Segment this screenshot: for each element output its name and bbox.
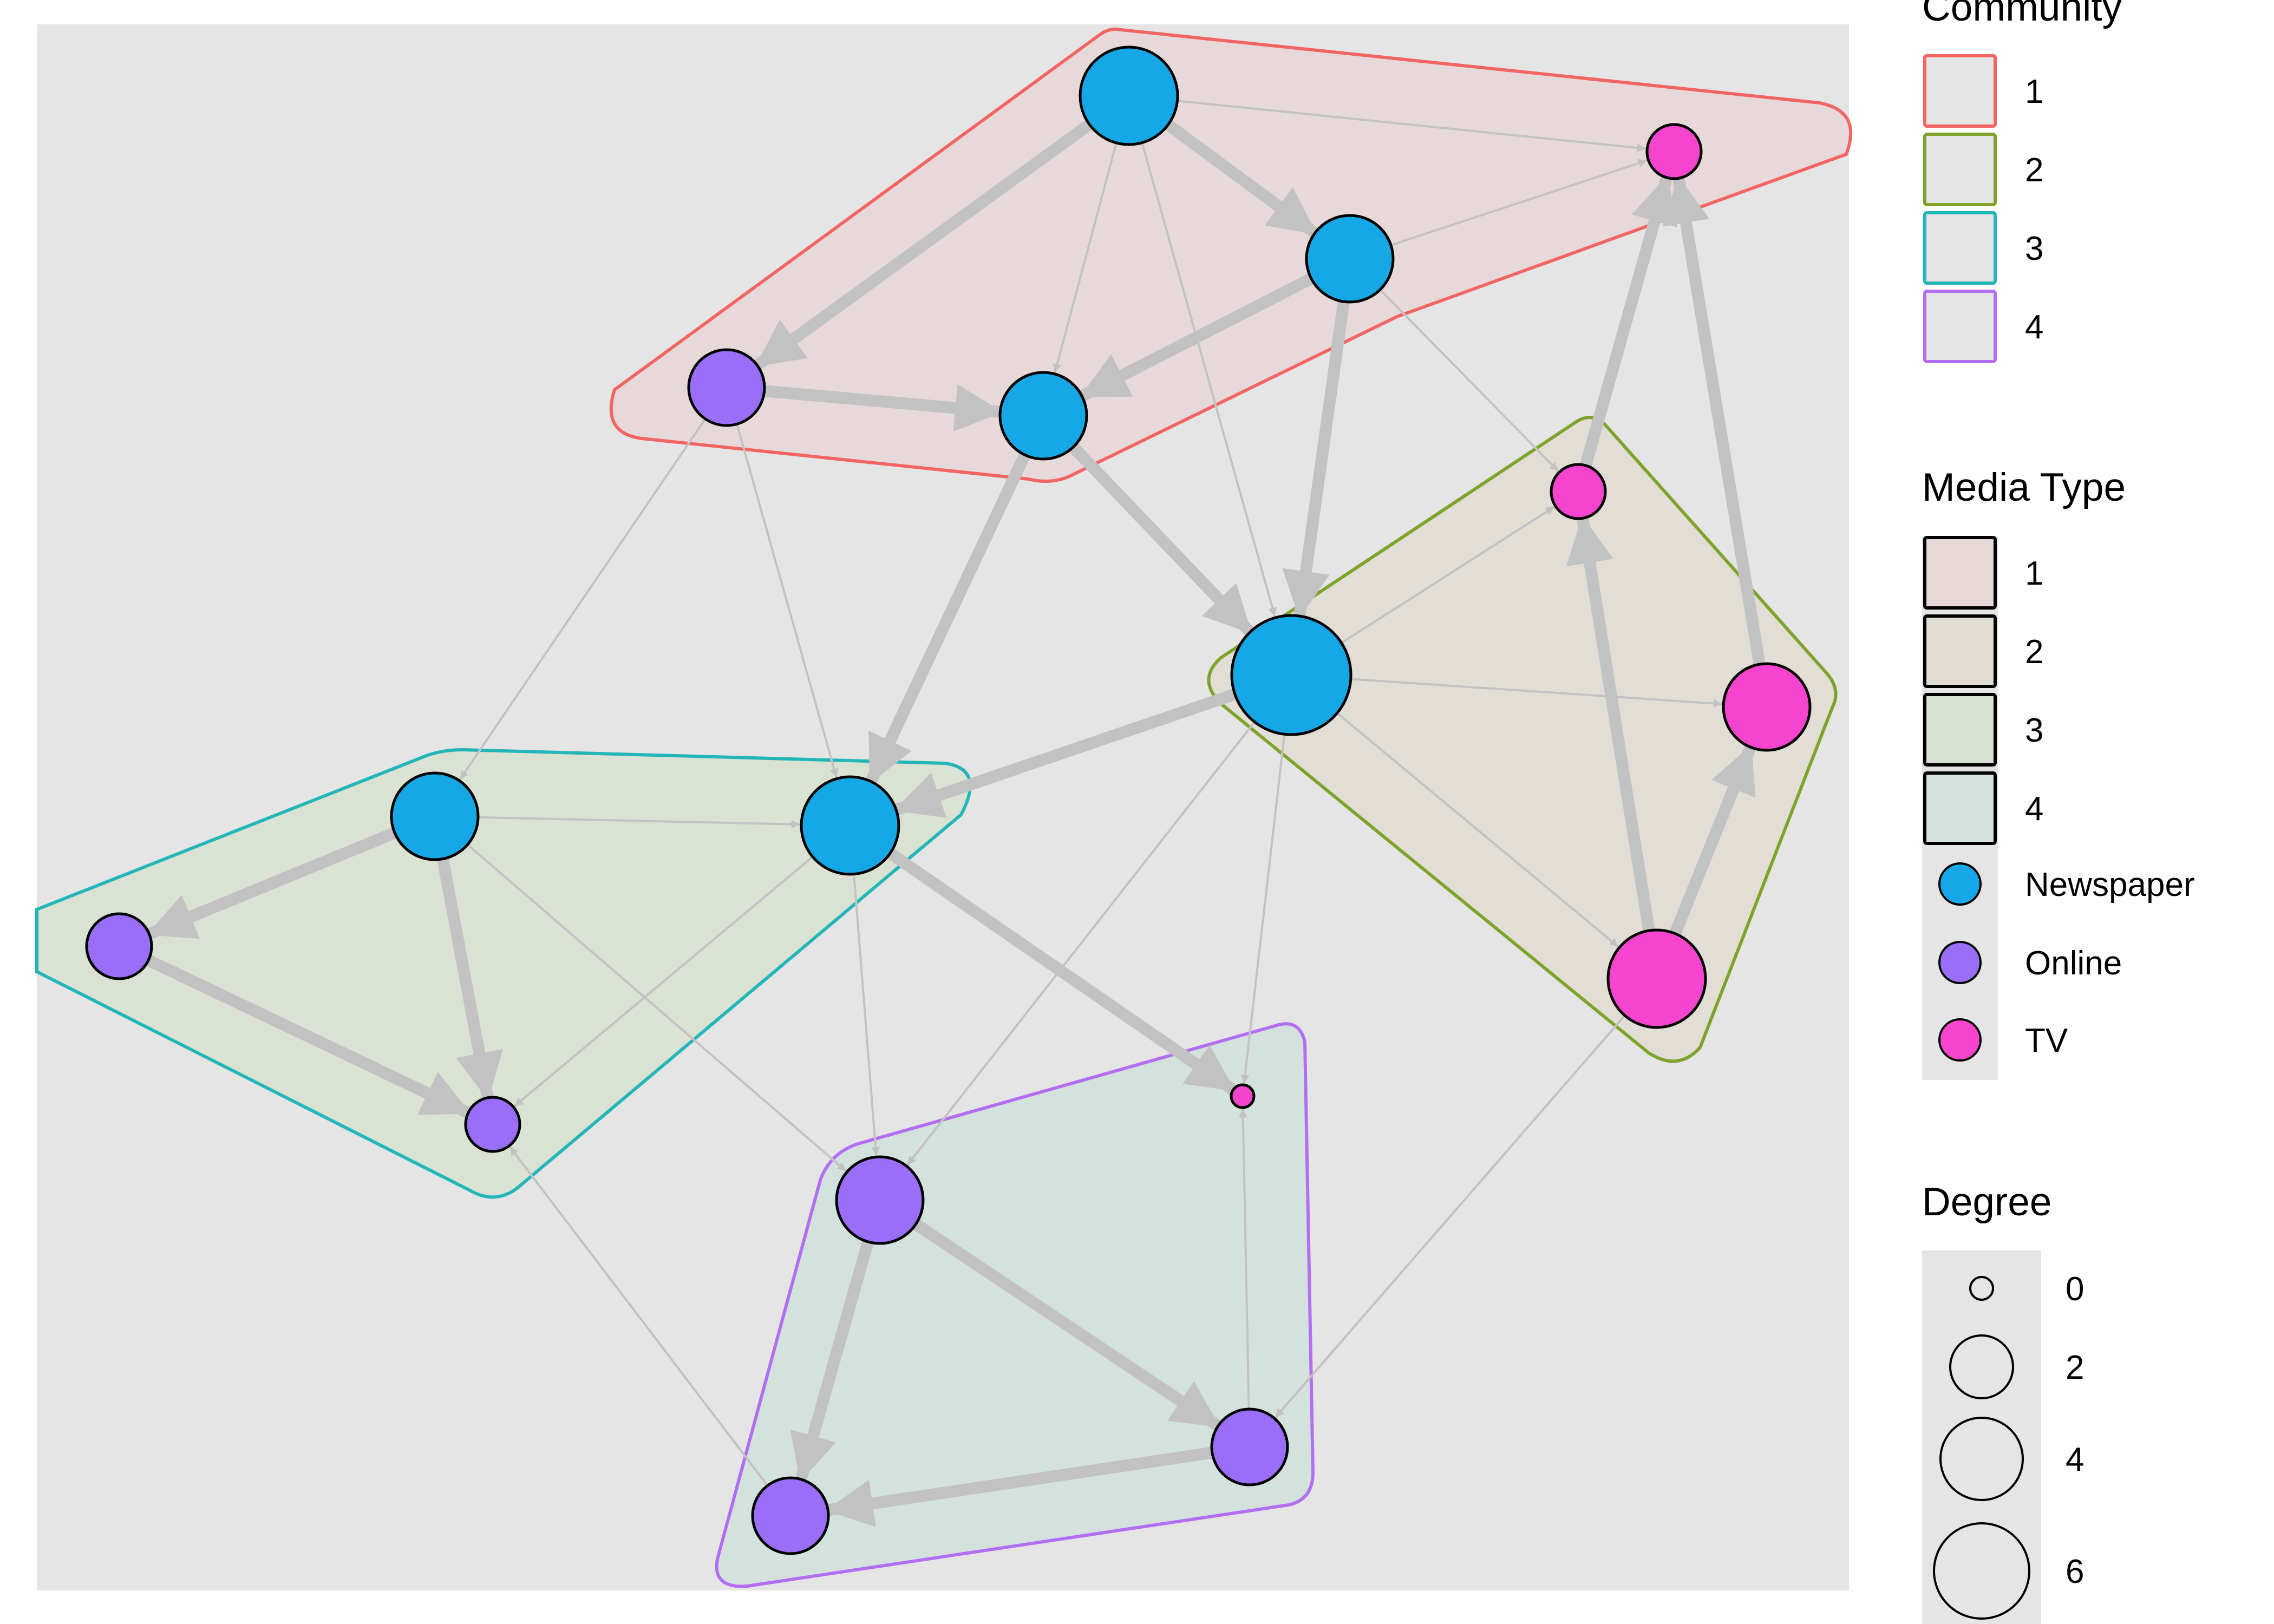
edge-n9-n16 [1275, 1014, 1626, 1418]
media-type-legend-swatch-1 [1923, 536, 1997, 610]
nodes [85, 45, 1812, 1555]
edge-n10-n11 [477, 816, 800, 829]
media-type-legend-label-4: 4 [2025, 790, 2043, 828]
edge-n4-n11 [736, 423, 839, 778]
edge-n9-n6 [1566, 514, 1655, 937]
community-legend-swatch-1 [1923, 54, 1997, 128]
node-online-n4 [687, 348, 766, 427]
node-online-n16 [1210, 1407, 1289, 1487]
media-type-legend-label-newspaper: Newspaper [2025, 866, 2195, 903]
edge-n11-n15 [853, 873, 880, 1156]
edge-n5-n7 [1067, 441, 1255, 637]
degree-legend-label-6: 6 [2066, 1553, 2084, 1590]
node-online-n15 [835, 1155, 925, 1245]
community-1-hull [609, 27, 1853, 483]
community-legend-swatch-3 [1923, 211, 1997, 285]
edge-n7-n15 [906, 721, 1256, 1165]
media-type-legend-label-1: 1 [2025, 555, 2043, 592]
node-tv-n8 [1722, 662, 1812, 752]
edge-n7-n11 [892, 688, 1241, 818]
degree-legend-key-0 [1969, 1276, 1994, 1301]
edge-n10-n13 [436, 853, 503, 1102]
edge-n7-n6 [1340, 506, 1555, 644]
degree-legend-label-0: 0 [2066, 1271, 2084, 1308]
edge-n7-n9 [1336, 712, 1619, 947]
edges [142, 100, 1766, 1527]
media-type-legend-swatch-2 [1923, 614, 1997, 688]
community-legend-swatch-4 [1923, 290, 1997, 363]
node-newspaper-n7 [1230, 614, 1352, 736]
edge-n16-n14 [1238, 1109, 1250, 1410]
edge-n9-n8 [1669, 743, 1756, 940]
node-tv-n6 [1550, 463, 1607, 520]
edge-n8-n2 [1662, 174, 1766, 671]
media-type-legend-title: Media Type [1922, 466, 2126, 509]
node-newspaper-n10 [390, 771, 480, 861]
node-tv-n9 [1606, 928, 1707, 1029]
media-type-legend-label-2: 2 [2025, 633, 2043, 671]
node-newspaper-n3 [1305, 214, 1395, 304]
community-legend-label-2: 2 [2025, 152, 2043, 189]
media-type-legend-key-newspaper [1938, 862, 1982, 906]
degree-legend-key-4 [1939, 1417, 2024, 1501]
node-online-n13 [464, 1096, 521, 1153]
media-type-legend-swatch-3 [1923, 693, 1997, 767]
edge-n15-n17 [790, 1236, 874, 1483]
node-tv-n14 [1230, 1083, 1256, 1109]
edge-n1-n4 [753, 118, 1096, 370]
edge-n4-n10 [459, 417, 707, 780]
degree-legend: Degree 0 2 4 6 [1922, 1180, 2084, 1624]
community-legend-label-1: 1 [2025, 73, 2043, 110]
degree-legend-label-4: 4 [2066, 1441, 2084, 1478]
edge-n3-n7 [1282, 296, 1350, 620]
edge-n16-n17 [824, 1446, 1218, 1527]
edge-n7-n8 [1349, 678, 1723, 708]
edge-n5-n11 [866, 449, 1031, 785]
edge-n3-n2 [1390, 159, 1648, 246]
edge-n3-n6 [1379, 289, 1559, 472]
edge-n1-n7 [1141, 141, 1277, 617]
node-online-n12 [85, 912, 153, 980]
edge-n7-n14 [1240, 733, 1286, 1084]
edge-n11-n14 [884, 847, 1238, 1095]
edge-n3-n5 [1077, 272, 1317, 401]
degree-legend-key-2 [1949, 1334, 2014, 1399]
community-legend-title: Community [1922, 0, 2122, 29]
node-tv-n2 [1645, 123, 1703, 180]
edge-n6-n2 [1579, 174, 1678, 472]
node-newspaper-n1 [1079, 45, 1179, 146]
edge-n1-n5 [1053, 141, 1118, 373]
edge-n17-n13 [509, 1147, 769, 1487]
degree-legend-title: Degree [1922, 1180, 2051, 1224]
node-newspaper-n5 [998, 371, 1088, 461]
media-type-legend-label-tv: TV [2025, 1022, 2068, 1059]
media-type-legend: Media Type 1 2 3 4 Newspaper Online TV [1922, 466, 2195, 1080]
edge-n10-n15 [466, 843, 847, 1172]
community-legend-label-3: 3 [2025, 230, 2043, 267]
community-legend: Community 1 2 3 4 [1922, 0, 2122, 363]
media-type-legend-label-online: Online [2025, 945, 2122, 982]
edge-n10-n12 [145, 827, 401, 939]
media-type-legend-key-online [1938, 941, 1982, 984]
edge-n15-n16 [910, 1218, 1223, 1431]
node-online-n17 [751, 1476, 830, 1555]
edge-n12-n13 [142, 954, 473, 1118]
node-newspaper-n11 [800, 775, 900, 876]
media-type-legend-key-tv [1938, 1018, 1982, 1062]
edge-n11-n13 [514, 855, 814, 1107]
degree-legend-label-2: 2 [2066, 1349, 2084, 1386]
degree-legend-key-6 [1933, 1522, 2030, 1620]
edge-n1-n3 [1162, 119, 1319, 238]
community-legend-label-4: 4 [2025, 309, 2043, 346]
edge-n1-n2 [1176, 100, 1646, 152]
community-legend-swatch-2 [1923, 133, 1997, 206]
media-type-legend-swatch-4 [1923, 771, 1997, 845]
media-type-legend-label-3: 3 [2025, 712, 2043, 749]
edge-n4-n5 [758, 384, 1004, 432]
